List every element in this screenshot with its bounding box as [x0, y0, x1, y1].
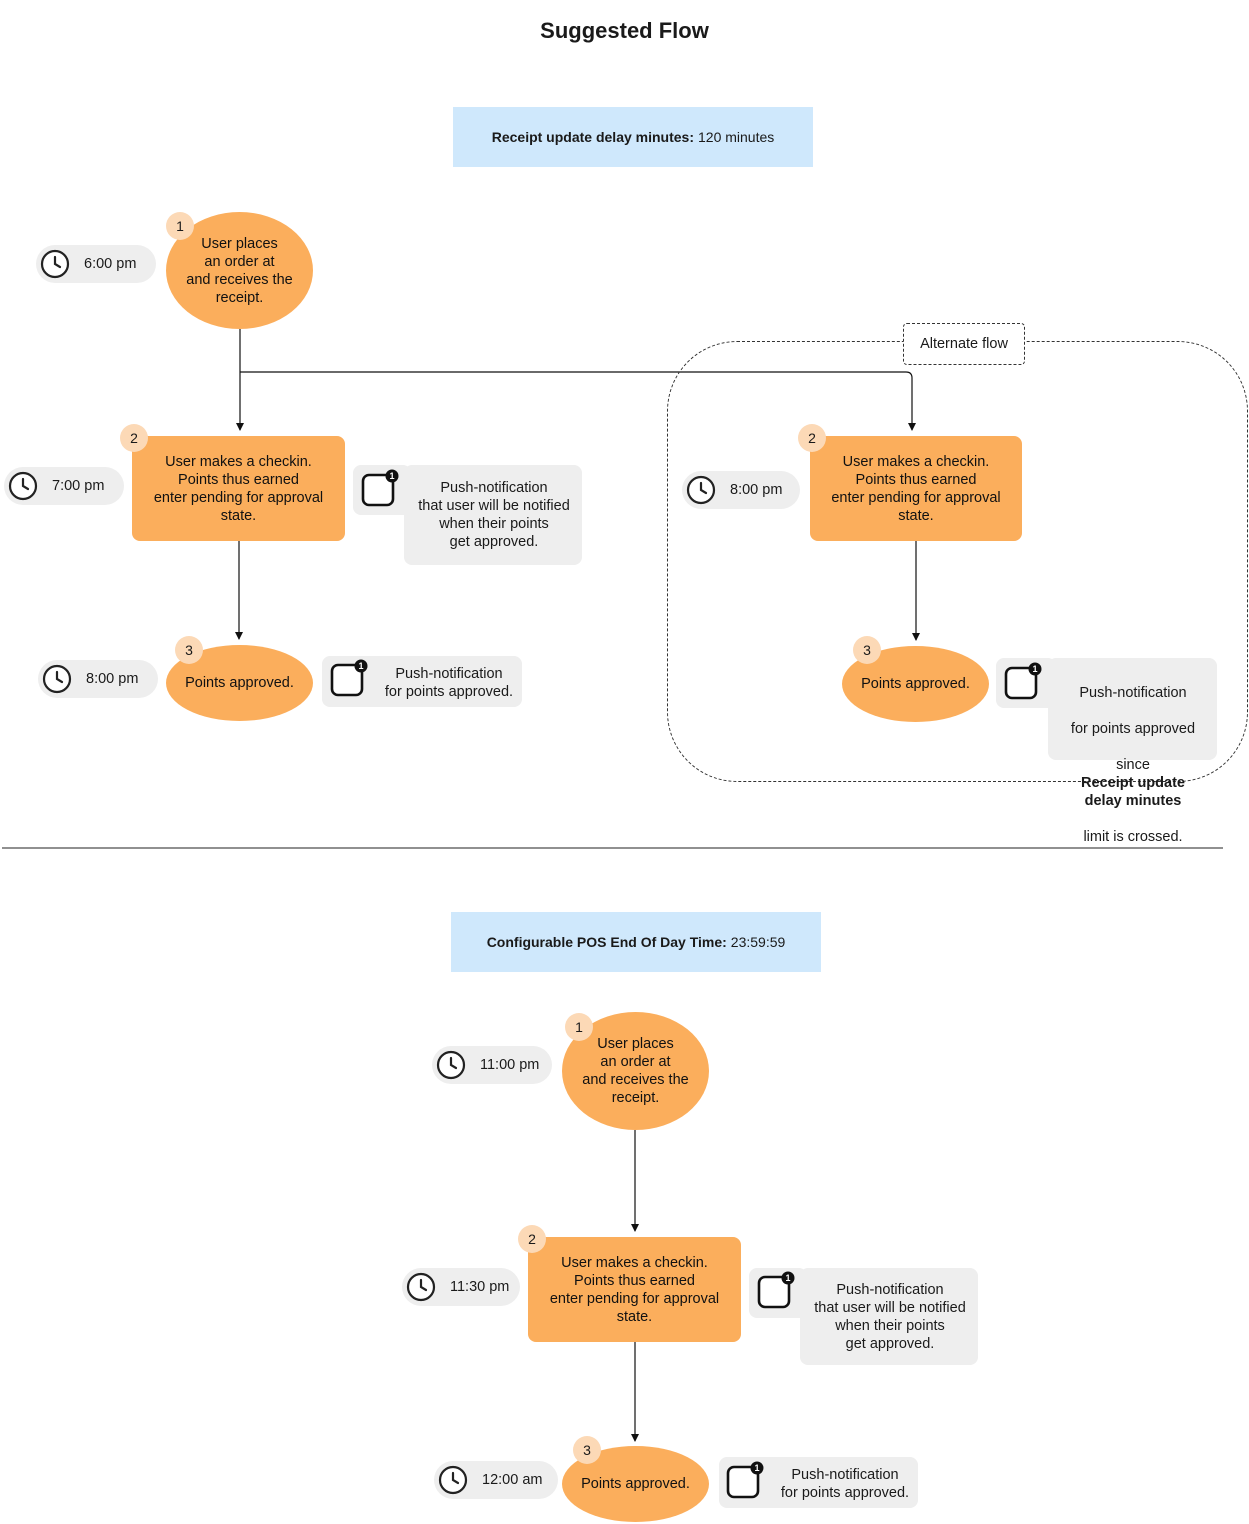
svg-text:1: 1 — [1032, 664, 1037, 674]
alt-step3-badge: 3 — [853, 636, 881, 664]
notification-text-f2-step3: Push-notification for points approved. — [780, 1467, 910, 1501]
time-label: 12:00 am — [482, 1472, 543, 1488]
page-title: Suggested Flow — [540, 18, 709, 43]
notification-text-f2-step2: Push-notification that user will be noti… — [814, 1282, 966, 1352]
notification-text-step2: Push-notification that user will be noti… — [418, 480, 570, 550]
notification-bold: Receipt update delay minutes — [1081, 775, 1185, 809]
notification-card-alt-step3 — [1048, 658, 1217, 760]
notification-card-f2-step2 — [800, 1268, 978, 1365]
time-pill-step2: 7:00 pm — [4, 467, 124, 505]
svg-text:1: 1 — [389, 471, 394, 481]
step1-badge: 1 — [166, 212, 194, 240]
alternate-flow-label: Alternate flow — [903, 323, 1025, 365]
param-box-receipt-delay: Receipt update delay minutes: 120 minute… — [453, 107, 813, 167]
f2-step1-node: User places an order at and receives the… — [562, 1012, 709, 1130]
time-label: 8:00 pm — [86, 671, 139, 687]
time-pill-f2-step3: 12:00 am — [434, 1461, 558, 1499]
f2-step2-badge: 2 — [518, 1225, 546, 1253]
time-pill-step3: 8:00 pm — [38, 660, 158, 698]
time-label: 11:30 pm — [450, 1279, 510, 1295]
notification-line1: Push-notification — [1079, 685, 1187, 701]
step1-node: User places an order at and receives the… — [166, 212, 313, 329]
notification-line2: for points approved — [1070, 721, 1196, 737]
f2-step1-badge: 1 — [565, 1013, 593, 1041]
notification-text-alt-step3: Push-notification for points approved si… — [1048, 666, 1218, 846]
notification-app-icon: 1 — [330, 659, 368, 697]
param-value: 23:59:59 — [730, 934, 786, 950]
section-divider — [2, 847, 1223, 849]
param-label: Receipt update delay minutes: — [491, 129, 694, 145]
f2-step3-badge: 3 — [573, 1436, 601, 1464]
clock-icon — [686, 475, 716, 505]
time-pill-alt-step2: 8:00 pm — [682, 471, 800, 509]
time-pill-f2-step1: 11:00 pm — [432, 1046, 552, 1084]
f2-step2-node: User makes a checkin. Points thus earned… — [528, 1237, 741, 1342]
clock-icon — [40, 249, 70, 279]
time-pill-f2-step2: 11:30 pm — [402, 1268, 520, 1306]
clock-icon — [42, 664, 72, 694]
time-label: 11:00 pm — [480, 1057, 540, 1073]
step2-node: User makes a checkin. Points thus earned… — [132, 436, 345, 541]
svg-text:1: 1 — [785, 1273, 790, 1283]
notification-app-icon: 1 — [726, 1461, 764, 1499]
notification-app-icon: 1 — [757, 1271, 795, 1309]
notification-suffix: limit is crossed. — [1083, 829, 1183, 845]
param-value: 120 minutes — [698, 129, 775, 145]
notification-prefix: since — [1116, 757, 1150, 773]
svg-text:1: 1 — [358, 661, 363, 671]
clock-icon — [438, 1465, 468, 1495]
alt-step2-badge: 2 — [798, 424, 826, 452]
svg-text:1: 1 — [754, 1463, 759, 1473]
time-label: 8:00 pm — [730, 482, 783, 498]
time-label: 6:00 pm — [84, 256, 137, 272]
param-label: Configurable POS End Of Day Time: — [486, 934, 727, 950]
alt-step2-node: User makes a checkin. Points thus earned… — [810, 436, 1022, 541]
notification-text-step3: Push-notification for points approved. — [384, 666, 514, 700]
notification-app-icon: 1 — [361, 469, 399, 507]
time-pill-step1: 6:00 pm — [36, 245, 156, 283]
step3-badge: 3 — [175, 636, 203, 664]
clock-icon — [406, 1272, 436, 1302]
time-label: 7:00 pm — [52, 478, 105, 494]
step2-badge: 2 — [120, 424, 148, 452]
notification-card-step2 — [404, 465, 582, 565]
clock-icon — [436, 1050, 466, 1080]
param-box-pos-eod: Configurable POS End Of Day Time: 23:59:… — [451, 912, 821, 972]
notification-app-icon: 1 — [1004, 662, 1042, 700]
clock-icon — [8, 471, 38, 501]
